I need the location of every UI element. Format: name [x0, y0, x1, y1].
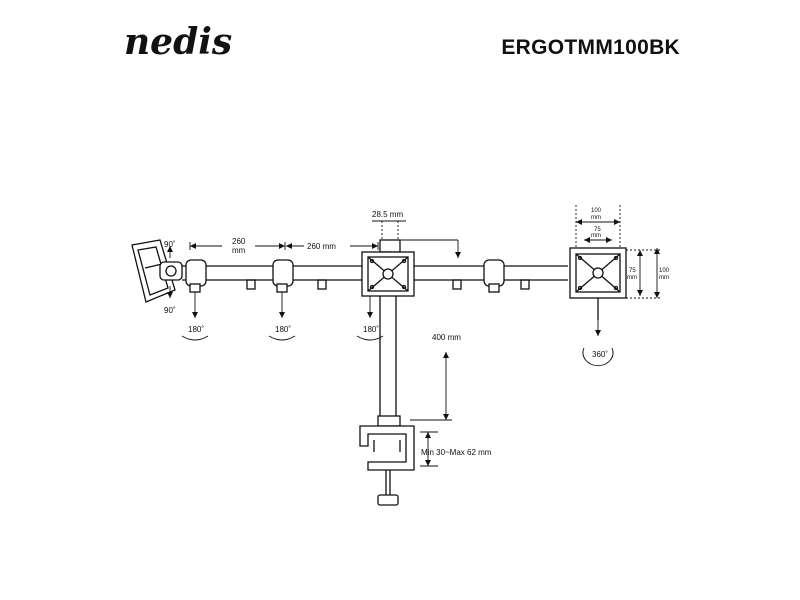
cable-clip	[520, 279, 530, 290]
vesa-100-top-unit: mm	[591, 215, 601, 221]
swivel-arc-icon	[181, 335, 209, 341]
arm-joint-2	[272, 259, 294, 293]
tilt-up-label: 90˚	[164, 240, 176, 249]
arm-length-1-label: 260	[232, 237, 246, 246]
swivel-arc-icon	[356, 335, 384, 341]
vesa-100-top-label: 100	[591, 208, 602, 214]
arm-joint-3	[483, 259, 505, 293]
vesa-75-side-label: 75	[629, 268, 636, 274]
swivel-3-label: 180˚	[363, 325, 379, 334]
cable-clip	[452, 279, 462, 290]
clamp-range-label: Min 30~Max 62 mm	[421, 448, 492, 457]
vesa-75-top-label: 75	[594, 227, 601, 233]
arrow-heads	[167, 219, 660, 466]
center-hub	[361, 239, 415, 297]
vesa-75-top-unit: mm	[591, 233, 601, 239]
vesa-75-side-unit: mm	[627, 275, 637, 281]
desk-clamp	[359, 425, 415, 506]
rotation-arcs	[181, 335, 614, 367]
vesa-100-side-unit: mm	[659, 275, 669, 281]
rotate-360-icon	[582, 347, 614, 367]
swivel-arc-icon	[268, 335, 296, 341]
pole-height-label: 400 mm	[432, 333, 461, 342]
arm-length-2-label: 260 mm	[307, 242, 336, 251]
cable-clip	[317, 279, 327, 290]
cable-clip	[246, 279, 256, 290]
nedis-logo: nedis	[124, 21, 232, 63]
left-monitor-plate	[131, 239, 183, 303]
pole-diameter-label: 28.5 mm	[372, 210, 403, 219]
arm-length-1-unit: mm	[232, 246, 246, 255]
vesa-100-side-label: 100	[659, 268, 670, 274]
vertical-pole	[377, 296, 401, 427]
tilt-down-label: 90˚	[164, 306, 176, 315]
right-monitor-plate	[569, 247, 627, 320]
logo-wordmark: nedis	[124, 21, 232, 63]
mount-drawing	[131, 239, 627, 506]
rotation-label: 360˚	[592, 350, 608, 359]
swivel-1-label: 180˚	[188, 325, 204, 334]
model-number: ERGOTMM100BK	[501, 36, 680, 59]
arm-joint-1	[185, 259, 207, 293]
swivel-2-label: 180˚	[275, 325, 291, 334]
